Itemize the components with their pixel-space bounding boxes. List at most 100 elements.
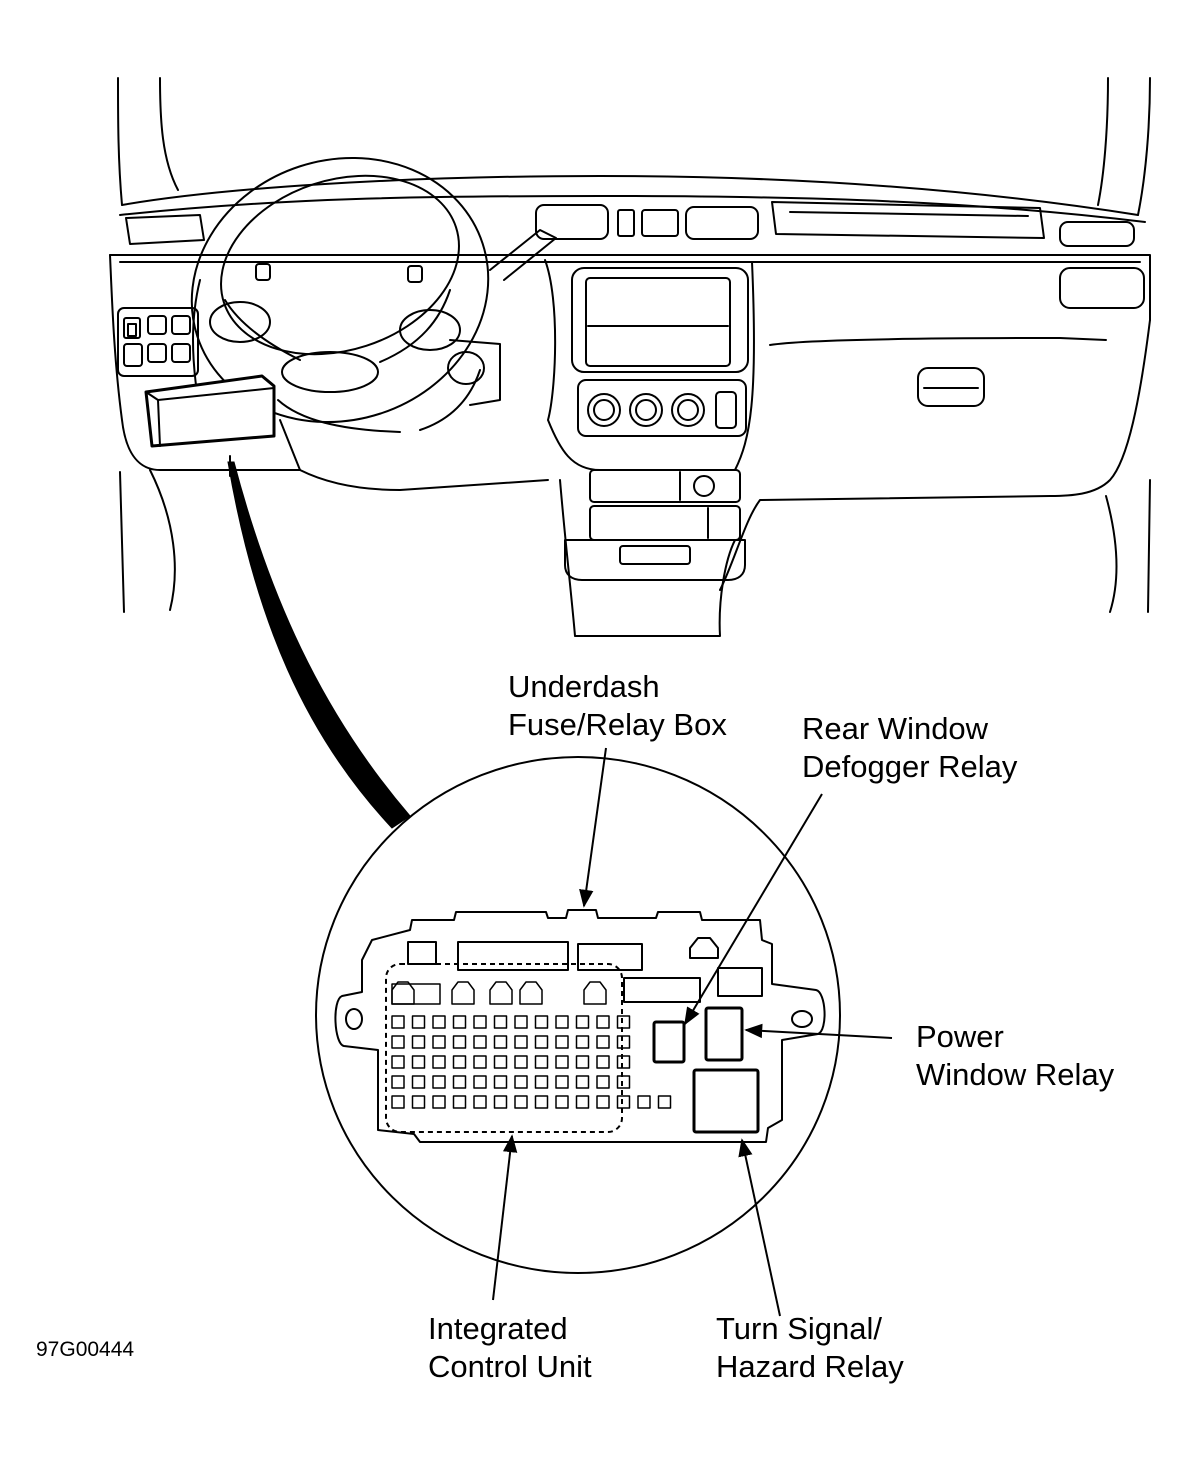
center-vent-mid-b (642, 210, 678, 236)
relay-socket-wide (392, 984, 440, 1004)
label-power-window-relay-line2: Window Relay (916, 1057, 1115, 1092)
center-stack-outline (545, 260, 754, 470)
fuse-slot (659, 1096, 671, 1108)
fuse-slot (433, 1096, 445, 1108)
center-display-bezel (572, 268, 748, 372)
arrow-defogger-relay (684, 794, 822, 1026)
fuse-slot (597, 1056, 609, 1068)
fuse-box-housing (335, 910, 824, 1142)
fuse-slot (577, 1056, 589, 1068)
fuse-slot (515, 1096, 527, 1108)
fuse-slot-grid (392, 982, 671, 1108)
label-defogger-relay-line1: Rear Window (802, 711, 989, 746)
ignition-knob (448, 352, 484, 384)
fuse-slot (618, 1016, 630, 1028)
fuse-slot (515, 1036, 527, 1048)
dash-face (110, 255, 300, 470)
left-a-pillar (118, 78, 178, 205)
fuse-slot (495, 1076, 507, 1088)
relay-socket (490, 982, 512, 1004)
fuse-slot (495, 1016, 507, 1028)
dash-top (122, 176, 1138, 215)
center-vent-mid-a (618, 210, 634, 236)
label-power-window-relay-line1: Power (916, 1019, 1004, 1054)
fuse-slot (413, 1056, 425, 1068)
climate-panel (578, 380, 746, 436)
glovebox-handle (918, 368, 984, 406)
fuse-slot (597, 1096, 609, 1108)
dashboard-illustration (110, 78, 1150, 636)
fuse-slot (413, 1036, 425, 1048)
fuse-slot (413, 1096, 425, 1108)
relay-socket (452, 982, 474, 1004)
underdash-fuse-box-location (146, 376, 274, 446)
right-side-vent (1060, 268, 1144, 308)
console-base (560, 480, 735, 636)
fuse-slot (536, 1076, 548, 1088)
right-outer-vent (1060, 222, 1134, 246)
label-underdash-box-line1: Underdash (508, 669, 660, 704)
fuse-slot (618, 1036, 630, 1048)
label-underdash-box-line2: Fuse/Relay Box (508, 707, 727, 742)
fuse-slot (536, 1036, 548, 1048)
steering-wheel-inner (198, 146, 483, 383)
left-switch-panel (118, 308, 198, 376)
fuse-slot (474, 1096, 486, 1108)
fuse-slot (577, 1096, 589, 1108)
relay-socket (392, 982, 414, 1004)
fuse-slot (618, 1096, 630, 1108)
fuse-slot (515, 1056, 527, 1068)
fuse-slot (597, 1036, 609, 1048)
fuse-slot (577, 1016, 589, 1028)
steering-wheel-outer (157, 120, 523, 460)
climate-knob-right (672, 394, 704, 426)
fuse-slot (577, 1076, 589, 1088)
fuse-slot (413, 1016, 425, 1028)
fuse-slot (556, 1076, 568, 1088)
arrow-integrated-control-unit (493, 1134, 518, 1300)
fuse-slot (495, 1036, 507, 1048)
fuse-slot (515, 1016, 527, 1028)
fuse-slot (556, 1096, 568, 1108)
fuse-slot (474, 1076, 486, 1088)
label-turn-signal-relay: Turn Signal/ Hazard Relay (716, 1310, 904, 1386)
fuse-slot (454, 1056, 466, 1068)
fuse-slot (495, 1096, 507, 1108)
label-turn-signal-relay-line2: Hazard Relay (716, 1349, 904, 1384)
fuse-slot (454, 1076, 466, 1088)
fuse-slot (597, 1016, 609, 1028)
climate-knob-left (588, 394, 620, 426)
leader-arrows (493, 748, 892, 1316)
center-display (586, 278, 730, 366)
console-tray (565, 540, 745, 580)
relay-socket (520, 982, 542, 1004)
callout-swoosh (228, 462, 410, 828)
fuse-relay-box (335, 910, 824, 1142)
glovebox-outline (770, 338, 1106, 345)
label-defogger-relay-line2: Defogger Relay (802, 749, 1018, 784)
power-window-relay (706, 1008, 742, 1060)
fuse-slot (618, 1056, 630, 1068)
fuse-slot (536, 1056, 548, 1068)
fuse-slot (515, 1076, 527, 1088)
right-a-pillar (1098, 78, 1150, 215)
label-integrated-control-unit: Integrated Control Unit (428, 1310, 592, 1386)
climate-knob-center (630, 394, 662, 426)
wiper-stalk (490, 230, 556, 280)
fuse-slot (556, 1036, 568, 1048)
fuse-slot (556, 1056, 568, 1068)
relay-socket (584, 982, 606, 1004)
lower-console-upper (590, 470, 740, 502)
fuse-slot (474, 1036, 486, 1048)
fuse-slot (392, 1076, 404, 1088)
left-mount-hole (346, 1009, 362, 1029)
fuse-slot (433, 1076, 445, 1088)
turn-signal-hazard-relay (694, 1070, 758, 1132)
fuse-slot (618, 1076, 630, 1088)
fuse-slot (638, 1096, 650, 1108)
fuse-slot (413, 1076, 425, 1088)
center-vent-right (686, 207, 758, 239)
integrated-control-unit-outline (386, 964, 622, 1132)
fuse-slot (433, 1036, 445, 1048)
